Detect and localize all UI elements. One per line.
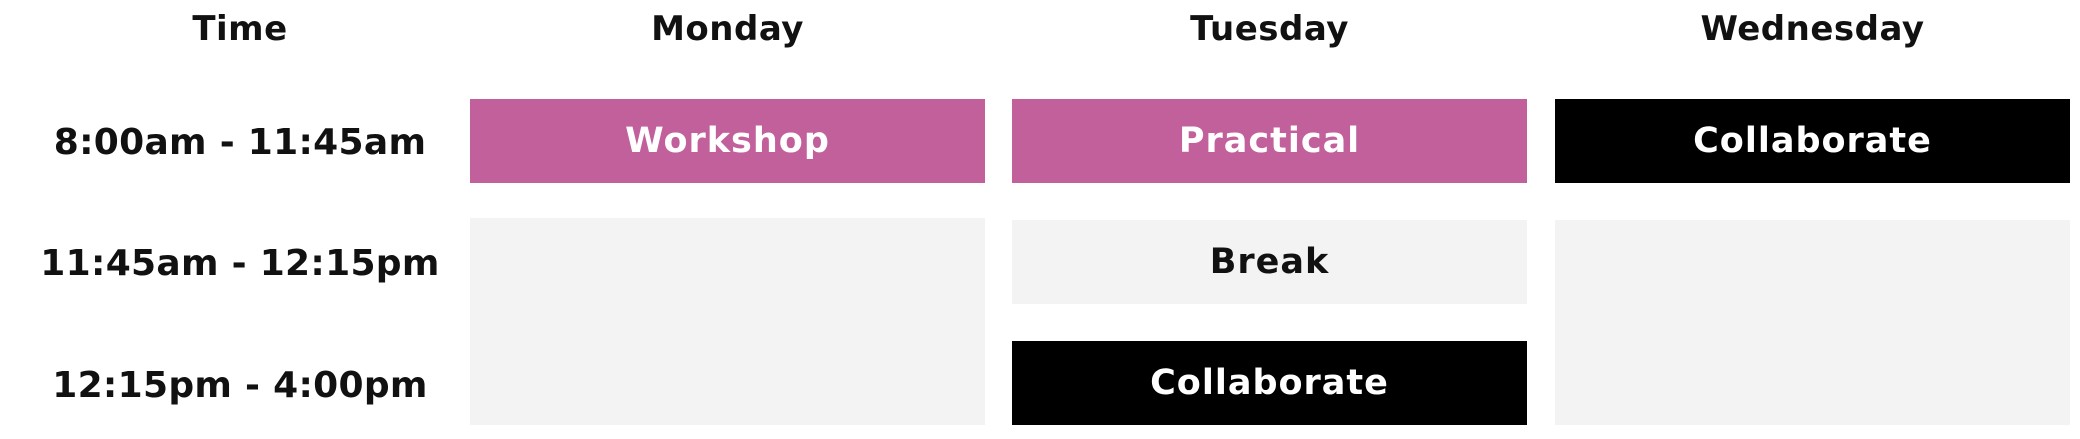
session-tuesday-practical: Practical bbox=[1012, 99, 1527, 183]
session-tuesday-break: Break bbox=[1012, 220, 1527, 304]
header-time: Time bbox=[192, 9, 288, 49]
session-monday-afternoon bbox=[470, 218, 985, 425]
session-monday-workshop: Workshop bbox=[470, 99, 985, 183]
header-tuesday: Tuesday bbox=[1190, 9, 1349, 49]
time-slot-break: 11:45am - 12:15pm bbox=[40, 242, 440, 284]
header-monday: Monday bbox=[651, 9, 804, 49]
session-tuesday-collaborate: Collaborate bbox=[1012, 341, 1527, 425]
session-wednesday-afternoon bbox=[1555, 220, 2070, 425]
header-wednesday: Wednesday bbox=[1700, 9, 1925, 49]
time-slot-afternoon: 12:15pm - 4:00pm bbox=[52, 364, 428, 406]
time-slot-morning: 8:00am - 11:45am bbox=[53, 121, 427, 163]
session-wednesday-collaborate: Collaborate bbox=[1555, 99, 2070, 183]
